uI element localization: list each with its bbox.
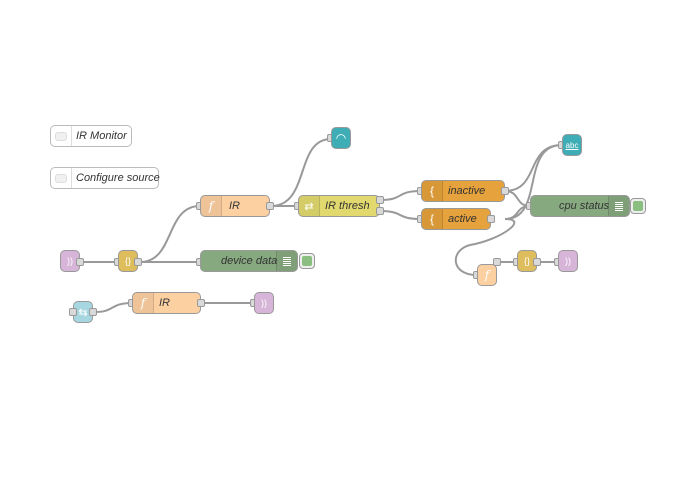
debug-toggle-button[interactable] (299, 253, 315, 269)
output-port[interactable] (134, 258, 142, 266)
comment-ir-monitor[interactable]: IR Monitor (50, 125, 132, 147)
node-label: IR (229, 200, 240, 212)
wire (379, 190, 422, 201)
debug-icon (608, 196, 629, 216)
function-node-ir[interactable]: f IR (200, 195, 270, 217)
wireless-out-node[interactable]: )) (254, 292, 274, 314)
wire (504, 144, 563, 220)
function-icon: f (201, 196, 222, 216)
comment-configure-source[interactable]: Configure source (50, 167, 160, 189)
text-node[interactable]: abc (562, 134, 582, 156)
change-icon: { (422, 209, 443, 229)
function-icon: f (133, 293, 154, 313)
function-node[interactable]: f (477, 264, 497, 286)
output-port[interactable] (197, 299, 205, 307)
comment-icon (51, 126, 72, 146)
function-node-ir-bottom[interactable]: f IR (132, 292, 201, 314)
json-icon: {} (124, 256, 131, 266)
output-port[interactable] (487, 215, 495, 223)
debug-node-device-data[interactable]: device data (200, 250, 298, 272)
debug-node-cpu-status[interactable]: cpu status (530, 195, 630, 217)
change-node-active[interactable]: { active (421, 208, 491, 230)
wire (504, 144, 563, 192)
output-port[interactable] (89, 308, 97, 316)
wireless-icon: )) (261, 298, 267, 308)
output-port[interactable] (376, 207, 384, 215)
comment-label: IR Monitor (76, 130, 127, 142)
json-icon: {} (523, 256, 530, 266)
wire (379, 210, 422, 220)
comment-label: Configure source (76, 172, 160, 184)
output-port[interactable] (493, 258, 501, 266)
output-port[interactable] (266, 202, 274, 210)
wire (139, 205, 201, 263)
change-icon: { (422, 181, 443, 201)
wireless-icon: )) (565, 256, 571, 266)
input-port[interactable] (69, 308, 77, 316)
debug-icon (276, 251, 297, 271)
switch-icon: ⇄ (299, 196, 320, 216)
wireless-icon: )) (67, 256, 73, 266)
wireless-out-node[interactable]: )) (558, 250, 578, 272)
text-icon: abc (565, 140, 579, 150)
node-label: IR thresh (325, 200, 370, 212)
node-label: active (448, 213, 477, 225)
node-label: IR (159, 297, 170, 309)
wire (454, 218, 516, 276)
node-label: device data (221, 255, 278, 267)
gauge-node[interactable]: ◠ (331, 127, 351, 149)
comment-icon (51, 168, 72, 188)
wire (270, 138, 332, 207)
debug-toggle-button[interactable] (630, 198, 646, 214)
node-label: cpu status (559, 200, 610, 212)
output-port[interactable] (533, 258, 541, 266)
change-node-inactive[interactable]: { inactive (421, 180, 505, 202)
wire (94, 302, 133, 313)
output-port[interactable] (76, 258, 84, 266)
inject-icon: ⇆ (78, 306, 88, 319)
switch-node-ir-thresh[interactable]: ⇄ IR thresh (298, 195, 380, 217)
node-label: inactive (448, 185, 486, 197)
output-port[interactable] (501, 187, 509, 195)
gauge-icon: ◠ (335, 131, 347, 145)
function-icon: f (484, 268, 490, 282)
output-port[interactable] (376, 196, 384, 204)
